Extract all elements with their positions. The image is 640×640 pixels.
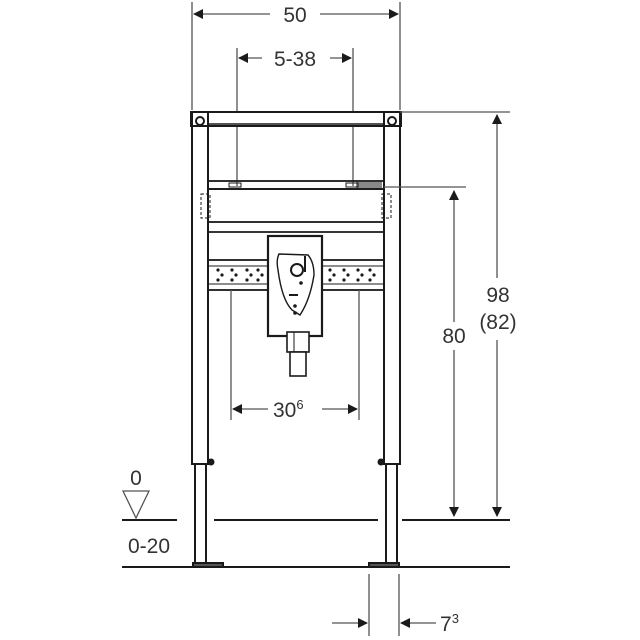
height-total-label: 98 (486, 284, 509, 307)
dimension-fixing-spacing: 306 (232, 397, 358, 422)
dimension-height-support: 80 (384, 186, 466, 517)
frame (190, 111, 402, 568)
dimension-width-total: 50 (191, 2, 401, 110)
height-support-label: 80 (442, 325, 465, 348)
fixing-spacing-label: 306 (273, 397, 304, 422)
mounting-rail (200, 180, 392, 233)
floor-range-label: 0-20 (128, 535, 170, 558)
drain-unit (266, 234, 324, 377)
dimension-height-total: 98 (82) (400, 111, 517, 517)
foot-offset-label: 73 (440, 611, 459, 636)
width-adjust-label: 5-38 (274, 48, 316, 71)
dimension-foot-offset: 73 (332, 574, 459, 636)
level-triangle-icon (121, 490, 151, 520)
floor-level-marker: 0 0-20 (121, 467, 170, 558)
width-total-label: 50 (283, 4, 306, 27)
floor-level-label: 0 (130, 467, 142, 490)
height-total-alt-label: (82) (479, 311, 516, 334)
